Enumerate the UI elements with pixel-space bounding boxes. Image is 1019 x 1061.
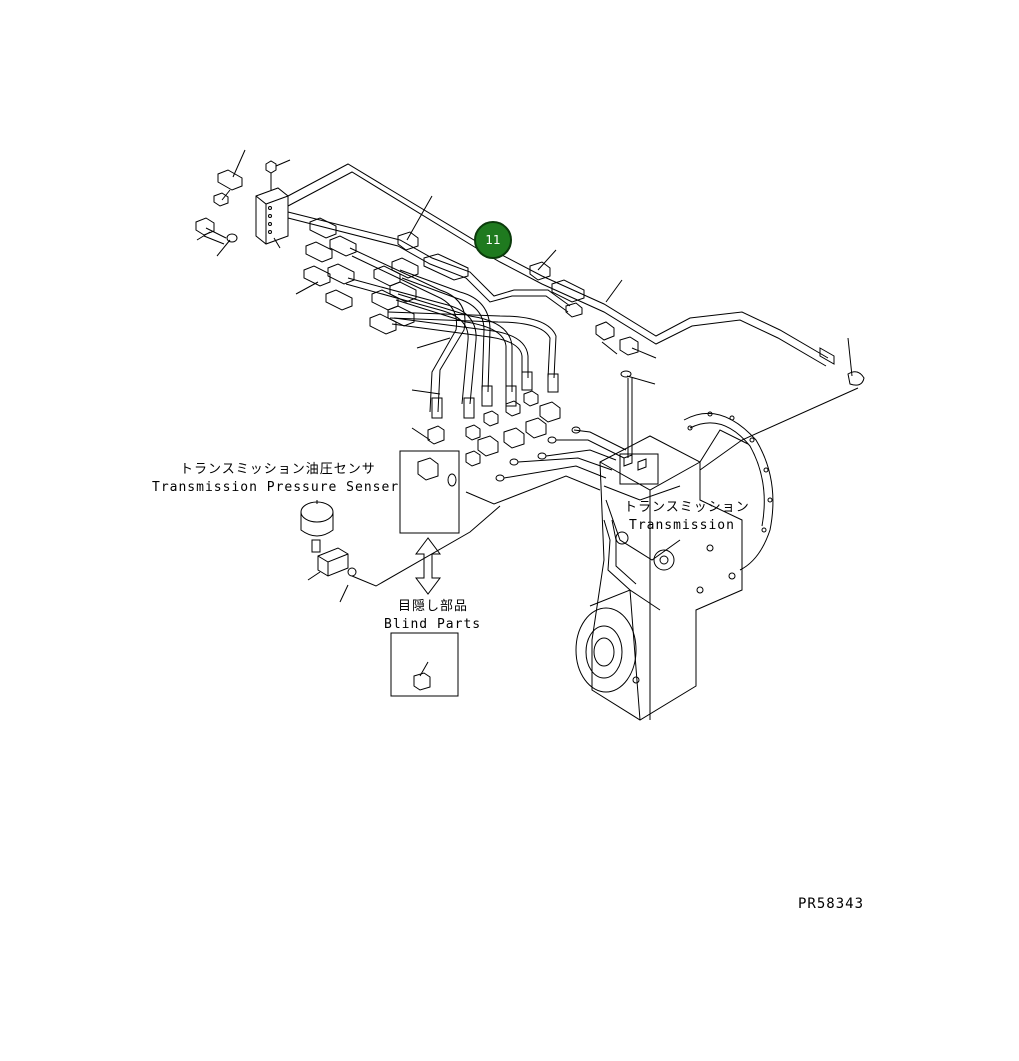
blind-parts-label-jp: 目隠し部品 [398, 599, 469, 614]
leader-lines [197, 150, 852, 602]
fitting-top-left [214, 170, 242, 206]
tubes-to-transmission [466, 378, 858, 504]
pressure-sensor [301, 500, 500, 586]
transmission-label-jp: トランスミッション [624, 500, 750, 515]
double-arrow [416, 538, 440, 594]
manifold-block [256, 188, 288, 244]
blind-parts-inset [391, 633, 458, 696]
blind-parts-label-en: Blind Parts [384, 617, 482, 632]
sensor-label-en: Transmission Pressure Senser [152, 480, 400, 495]
hose-end-fittings [428, 372, 580, 481]
bolt-left [196, 218, 237, 244]
long-tube [288, 164, 864, 385]
sensor-label-jp: トランスミッション油圧センサ [180, 462, 376, 477]
sensor-inset [400, 451, 459, 533]
hose-upper [288, 212, 638, 377]
drawing-number: PR58343 [798, 896, 865, 912]
callout-badge-11[interactable]: 11 [474, 221, 512, 259]
transmission-label-en: Transmission [629, 518, 735, 533]
hose-bundle [304, 218, 556, 412]
bolt-top [266, 161, 276, 190]
transmission-housing [576, 412, 773, 720]
